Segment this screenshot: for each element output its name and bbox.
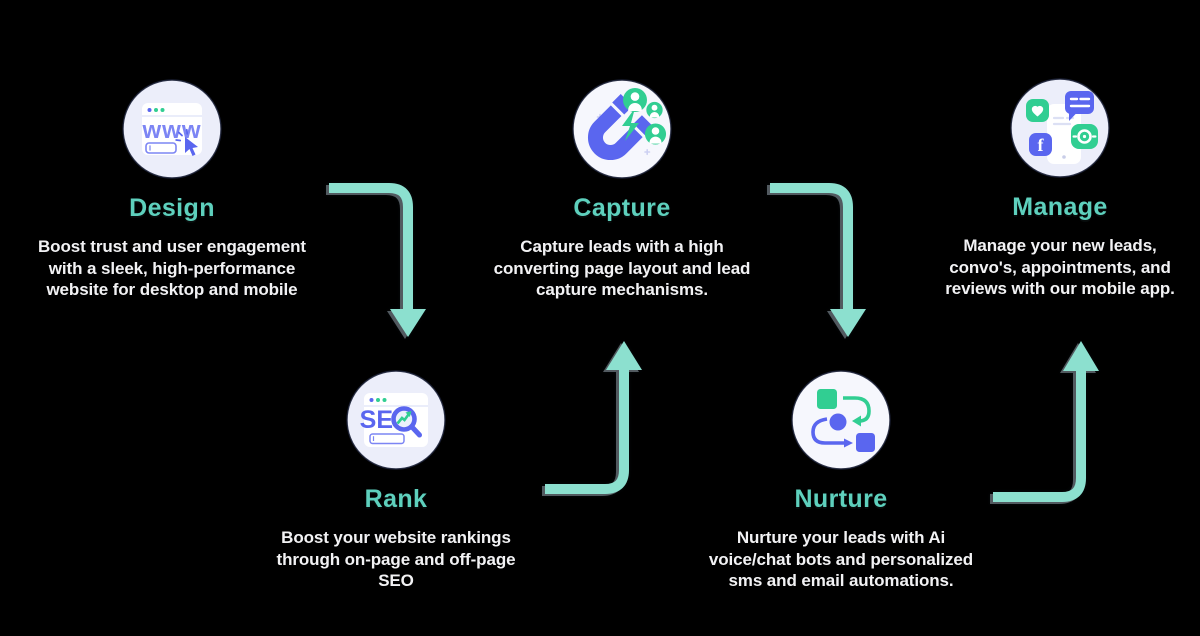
trend-up-icon [396, 413, 410, 425]
browser-www-icon: www [122, 79, 222, 179]
phone-icon [1047, 104, 1081, 164]
magnifier-icon [391, 406, 422, 438]
flow-center-node [829, 413, 847, 431]
step-title-rank: Rank [364, 485, 428, 513]
svg-text:f: f [1038, 135, 1045, 155]
lightning-bolt-icon [622, 108, 639, 141]
flow-start-node [817, 389, 837, 409]
user-badge-icon [623, 88, 647, 112]
user-badge-icon [644, 123, 667, 145]
capture-icon-circle [572, 79, 672, 179]
step-nurture: Nurture Nurture your leads with Ai voice… [676, 370, 1006, 592]
rank-icon-circle: SE [346, 370, 446, 470]
step-description-manage: Manage your new leads, convo's, appointm… [945, 236, 1175, 298]
cursor-pointer [185, 137, 198, 156]
step-title-manage: Manage [1012, 193, 1108, 221]
flow-end-node [856, 433, 875, 452]
arrow-design-to-rank [329, 183, 426, 337]
step-description-rank: Boost your website rankings through on-p… [276, 528, 516, 590]
step-description-capture: Capture leads with a high converting pag… [493, 237, 751, 299]
flow-arrow-indigo [811, 417, 853, 448]
step-manage: f Manage Manage your new leads, convo's,… [910, 78, 1200, 300]
step-rank: SE Rank Boost your website rankings thro… [236, 370, 556, 592]
arrow-nurture-to-manage [993, 341, 1099, 502]
arrow-capture-to-nurture [770, 183, 866, 337]
lead-magnet-icon [572, 79, 672, 179]
svg-text:SE: SE [360, 406, 393, 434]
user-badge-icon [646, 101, 663, 119]
arrow-rank-to-capture [545, 341, 642, 494]
mobile-app-icon: f [1010, 78, 1110, 178]
step-description-nurture: Nurture your leads with Ai voice/chat bo… [708, 528, 974, 590]
flow-arrow-green [843, 396, 871, 427]
step-capture: Capture Capture leads with a high conver… [462, 79, 782, 301]
step-title-design: Design [129, 194, 215, 222]
facebook-badge-icon: f [1029, 133, 1052, 156]
design-icon-circle: www [122, 79, 222, 179]
svg-text:www: www [141, 117, 201, 144]
heart-badge-icon [1026, 99, 1049, 122]
step-title-capture: Capture [573, 194, 671, 222]
chat-bubble-badge-icon [1065, 91, 1094, 121]
step-description-design: Boost trust and user engagement with a s… [38, 237, 306, 299]
automation-flow-icon [791, 370, 891, 470]
nurture-icon-circle [791, 370, 891, 470]
seo-search-icon: SE [346, 370, 446, 470]
click-rays [175, 128, 189, 142]
manage-icon-circle: f [1010, 78, 1110, 178]
step-design: www Design Boost trust and user engageme… [12, 79, 332, 301]
lens-badge-icon [1071, 124, 1098, 149]
step-title-nurture: Nurture [794, 485, 888, 513]
